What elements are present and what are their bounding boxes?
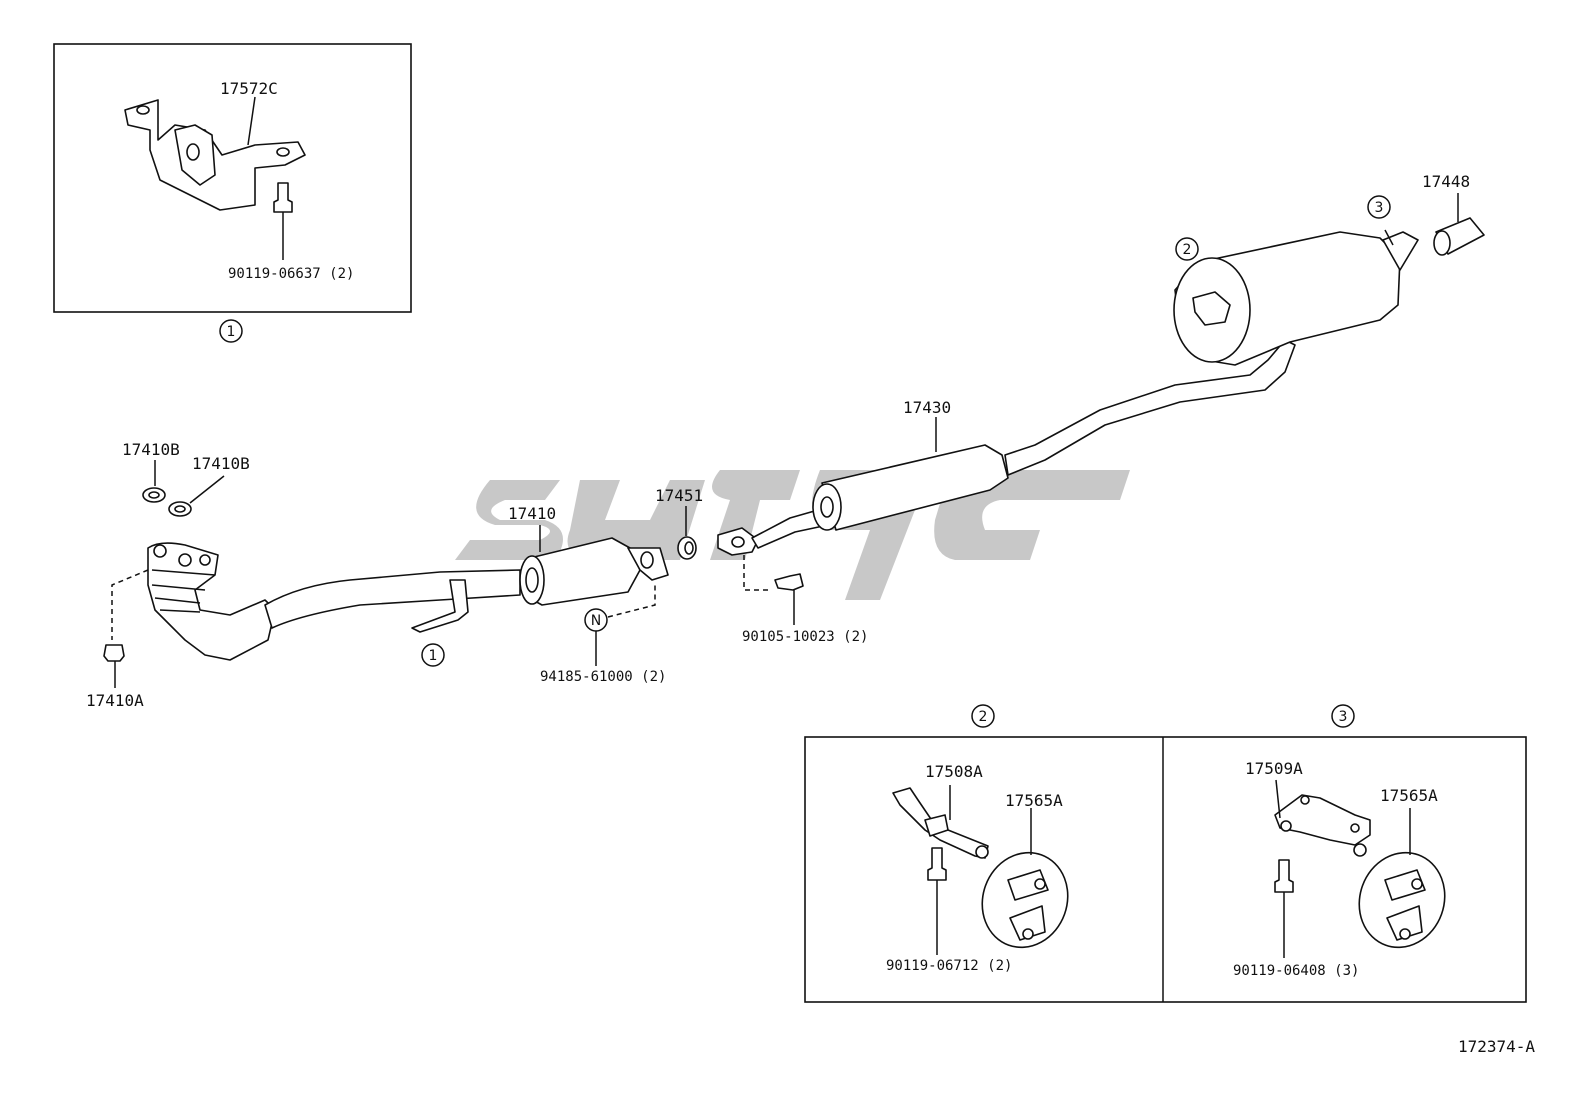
inset-detail-2: 17508A 17565A 90119-06712 (2) (886, 762, 1069, 974)
bolt-90105 (774, 573, 804, 591)
label-90105-10023: 90105-10023 (2) (742, 629, 868, 645)
label-17565A-b: 17565A (1380, 786, 1438, 805)
label-17410A: 17410A (86, 691, 144, 710)
svg-text:1: 1 (429, 648, 438, 664)
svg-text:1: 1 (227, 324, 236, 340)
callout-1-pipe: 1 (421, 643, 445, 667)
svg-text:3: 3 (1375, 200, 1384, 216)
callout-3-inset: 3 (1331, 704, 1355, 728)
inset-detail-3: 17509A 17565A 90119-06408 (3) (1233, 759, 1446, 979)
callout-N: N (584, 608, 608, 632)
inset-detail-2-3 (804, 736, 1527, 1003)
tail-tip-17448 (1433, 217, 1485, 256)
svg-text:2: 2 (1183, 242, 1192, 258)
label-90119-06637: 90119-06637 (2) (228, 266, 354, 282)
label-17430: 17430 (903, 398, 951, 417)
callout-2-muffler: 2 (1175, 237, 1199, 261)
label-17509A: 17509A (1245, 759, 1303, 778)
label-90119-06408: 90119-06408 (3) (1233, 963, 1359, 979)
converter-17410 (519, 537, 669, 606)
svg-text:2: 2 (979, 709, 988, 725)
svg-text:3: 3 (1339, 709, 1348, 725)
label-17448: 17448 (1422, 172, 1470, 191)
label-90119-06712: 90119-06712 (2) (886, 958, 1012, 974)
nut-17410A (103, 644, 125, 662)
callout-1-top: 1 (219, 319, 243, 343)
tail-muffler (1173, 229, 1419, 366)
inset-detail-1: 17572C 90119-06637 (2) (53, 43, 412, 313)
hanger-bracket (124, 99, 306, 211)
label-17410: 17410 (508, 504, 556, 523)
bolt-icon (273, 182, 293, 213)
diagram-id: 172374-A (1458, 1037, 1535, 1056)
label-94185-61000: 94185-61000 (2) (540, 669, 666, 685)
label-17508A: 17508A (925, 762, 983, 781)
label-17410B-a: 17410B (122, 440, 180, 459)
front-pipe-assembly (147, 542, 521, 661)
callout-2-inset: 2 (971, 704, 995, 728)
svg-text:N: N (591, 613, 601, 629)
label-17565A-a: 17565A (1005, 791, 1063, 810)
callout-3-muffler: 3 (1367, 195, 1391, 219)
center-pipe-17430 (717, 339, 1296, 556)
label-17572C: 17572C (220, 79, 278, 98)
label-17410B-b: 17410B (192, 454, 250, 473)
label-17451: 17451 (655, 486, 703, 505)
